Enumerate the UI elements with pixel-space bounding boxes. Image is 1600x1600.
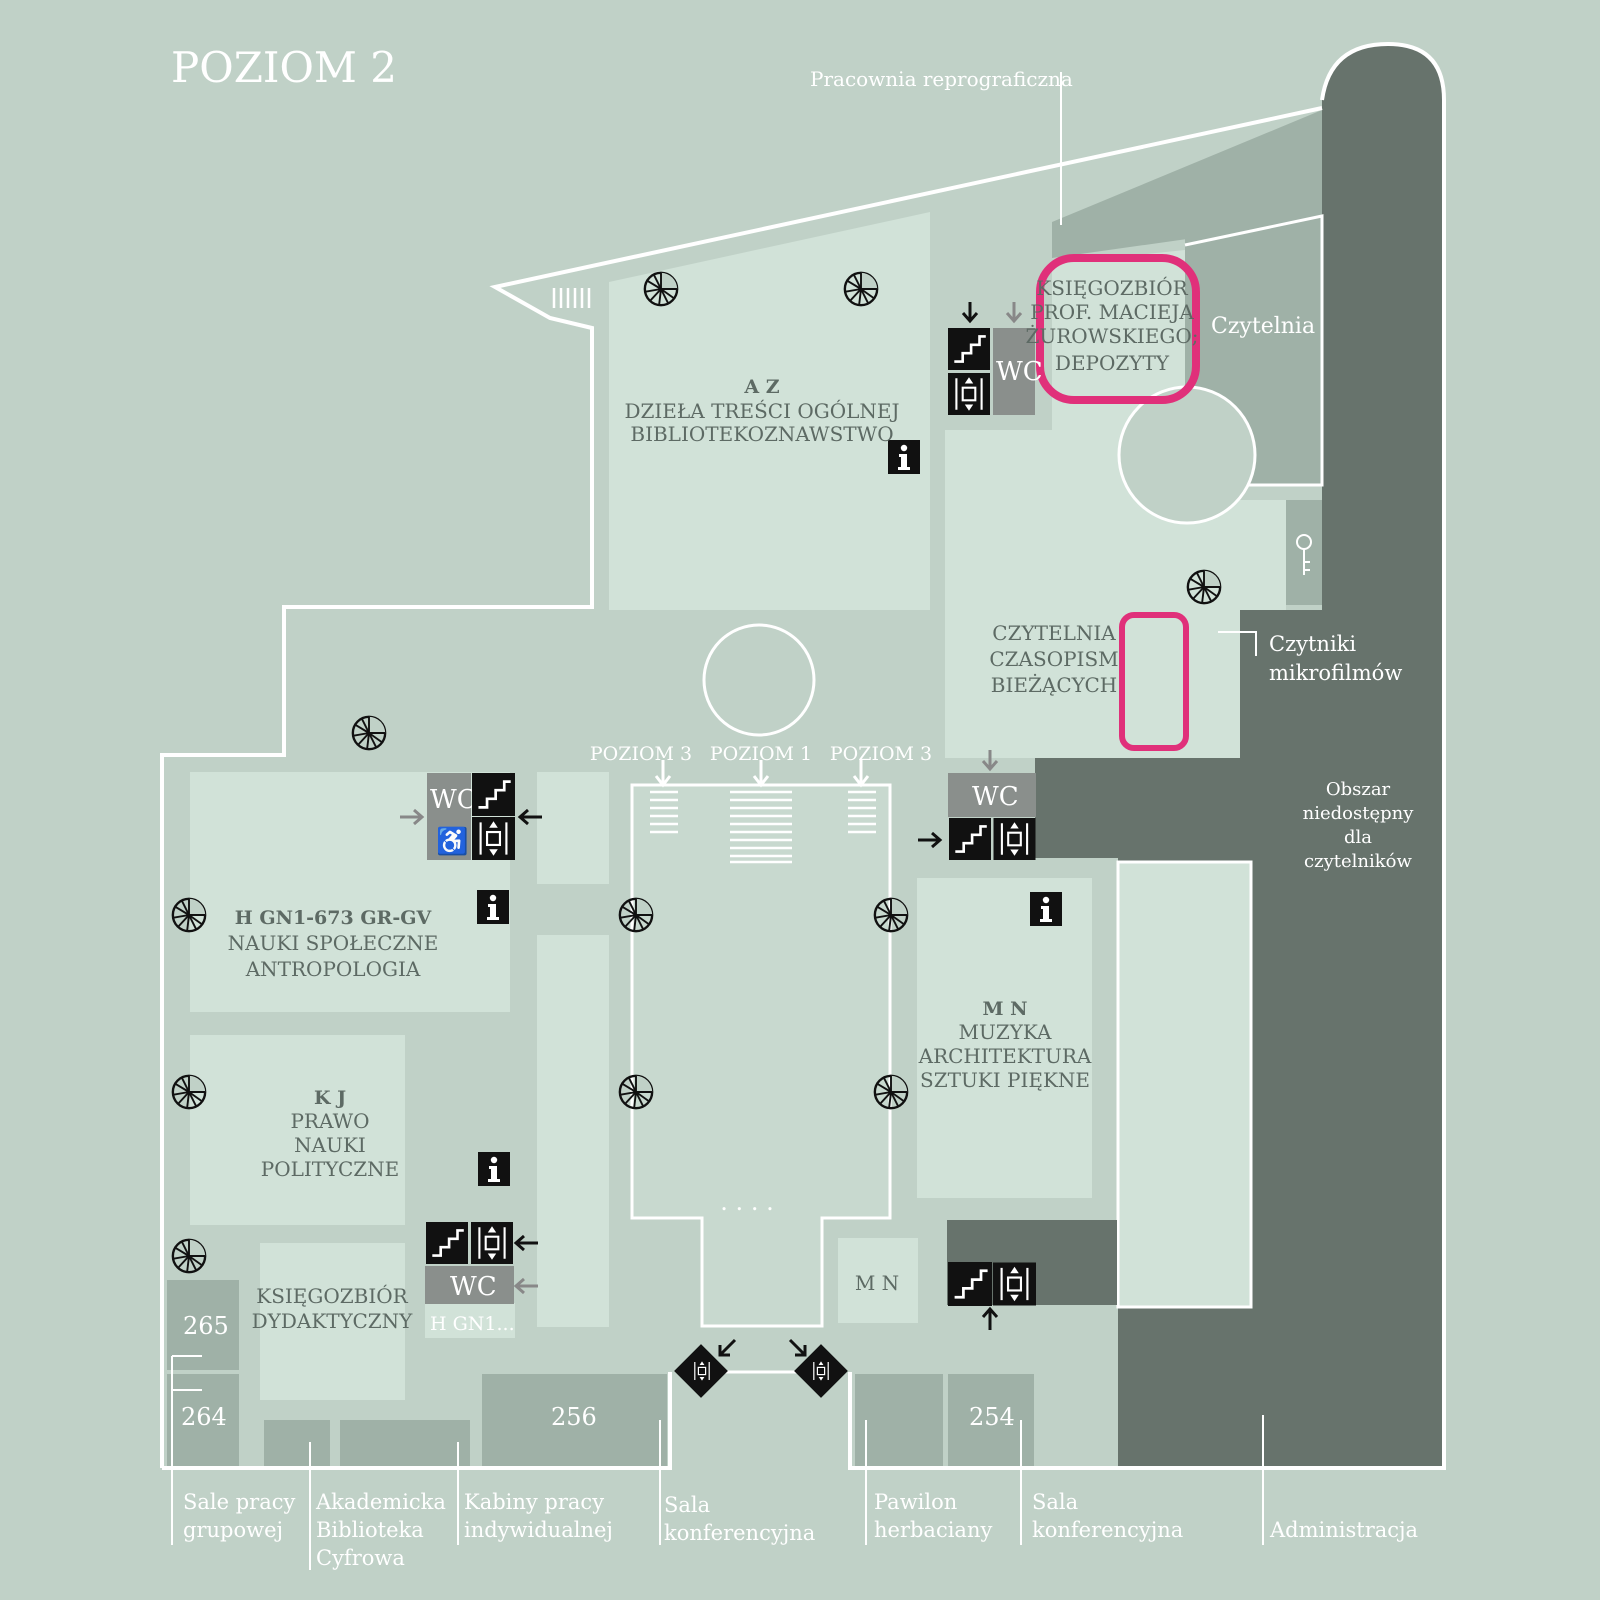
facility-block-southwest: WC	[425, 1222, 538, 1304]
h-line1: NAUKI SPOŁECZNE	[228, 931, 439, 955]
wc-label-southwest: WC	[450, 1272, 497, 1302]
mn-small: M N	[855, 1271, 899, 1295]
az-code: A Z	[743, 376, 779, 398]
sala-konf-right-line1: Sala	[1032, 1490, 1078, 1514]
highlight-ksiegozbior	[1036, 254, 1200, 404]
dydaktyczny-line1: KSIĘGOZBIÓR	[256, 1283, 408, 1308]
poziom1: POZIOM 1	[710, 743, 812, 765]
mn-line3: SZTUKI PIĘKNE	[920, 1068, 1090, 1092]
kj-line1: PRAWO	[290, 1109, 369, 1133]
obszar-line1: Obszar	[1326, 779, 1391, 800]
ksiegozbior-line4: DEPOZYTY	[1055, 351, 1170, 375]
mn-line1: MUZYKA	[958, 1020, 1052, 1044]
h-code: H GN1-673 GR-GV	[235, 907, 433, 929]
room-264: 264	[181, 1403, 227, 1431]
dydaktyczny-line2: DYDAKTYCZNY	[252, 1309, 414, 1333]
administracja-label: Administracja	[1269, 1518, 1418, 1542]
key-icon	[1296, 534, 1312, 575]
obszar-line3: dla	[1344, 827, 1372, 848]
czasopism-line2: CZASOPISM	[989, 647, 1118, 671]
czasopism-line1: CZYTELNIA	[992, 621, 1116, 645]
label-reprograficzna: Pracownia reprograficzna	[810, 67, 1073, 91]
h-line2: ANTROPOLOGIA	[245, 957, 421, 981]
kj-line3: POLITYCZNE	[261, 1157, 400, 1181]
obszar-line4: czytelników	[1304, 851, 1412, 872]
room-256: 256	[551, 1403, 597, 1431]
mikrofilmow-line1: Czytniki	[1269, 632, 1356, 656]
wc-label-east: WC	[972, 782, 1019, 812]
kj-code: K J	[314, 1087, 346, 1109]
ksiegozbior-line1: KSIĘGOZBIÓR	[1036, 275, 1188, 300]
atrium-dots: . . . .	[720, 1188, 773, 1216]
az-line1: DZIEŁA TREŚCI OGÓLNEJ	[624, 398, 899, 423]
kj-line2: NAUKI	[294, 1133, 366, 1157]
akademicka-line1: Akademicka	[315, 1490, 446, 1514]
kabiny-line1: Kabiny pracy	[464, 1490, 604, 1514]
ksiegozbior-zurowskiego-label: KSIĘGOZBIÓR PROF. MACIEJA ŻUROWSKIEGO; D…	[1025, 275, 1198, 375]
poziom3-right: POZIOM 3	[830, 743, 932, 765]
mn-code: M N	[982, 998, 1027, 1020]
pawilon-line2: herbaciany	[874, 1518, 992, 1542]
facility-block-east: WC	[918, 750, 1036, 860]
akademicka-line2: Biblioteka	[316, 1518, 424, 1542]
czasopism-line3: BIEŻĄCYCH	[991, 673, 1117, 697]
mn-line2: ARCHITEKTURA	[918, 1044, 1092, 1068]
ksiegozbior-line3: ŻUROWSKIEGO;	[1025, 324, 1198, 348]
facility-block-southeast	[948, 1262, 1036, 1330]
room-265: 265	[183, 1312, 229, 1340]
wc-label-west: WC	[430, 785, 477, 815]
sale-pracy-line1: Sale pracy	[183, 1490, 295, 1514]
obszar-line2: niedostępny	[1303, 803, 1415, 824]
h-gn1-short: H GN1...	[430, 1313, 515, 1335]
sale-pracy-line2: grupowej	[183, 1518, 283, 1542]
room-254: 254	[969, 1403, 1015, 1431]
highlight-mikrofilmy	[1119, 612, 1189, 751]
akademicka-line3: Cyfrowa	[316, 1546, 405, 1570]
az-line2: BIBLIOTEKOZNAWSTWO	[630, 422, 893, 446]
mikrofilmow-line2: mikrofilmów	[1269, 661, 1402, 685]
sala-konf-left-line1: Sala	[664, 1493, 710, 1517]
pawilon-line1: Pawilon	[874, 1490, 957, 1514]
building-outline	[160, 106, 1323, 1468]
wc-label: WC	[996, 357, 1043, 387]
kabiny-line2: indywidualnej	[464, 1518, 613, 1542]
label-czytelnia: Czytelnia	[1211, 314, 1315, 339]
poziom3-left: POZIOM 3	[590, 743, 692, 765]
facility-block-west: WC ♿	[400, 773, 542, 860]
sala-konf-left-line2: konferencyjna	[664, 1521, 815, 1545]
sala-konf-right-line2: konferencyjna	[1032, 1518, 1183, 1542]
page-title: POZIOM 2	[171, 43, 397, 92]
wheelchair-icon: ♿	[436, 826, 468, 857]
ksiegozbior-line2: PROF. MACIEJA	[1030, 300, 1194, 324]
facility-block-north: WC	[948, 302, 1043, 415]
